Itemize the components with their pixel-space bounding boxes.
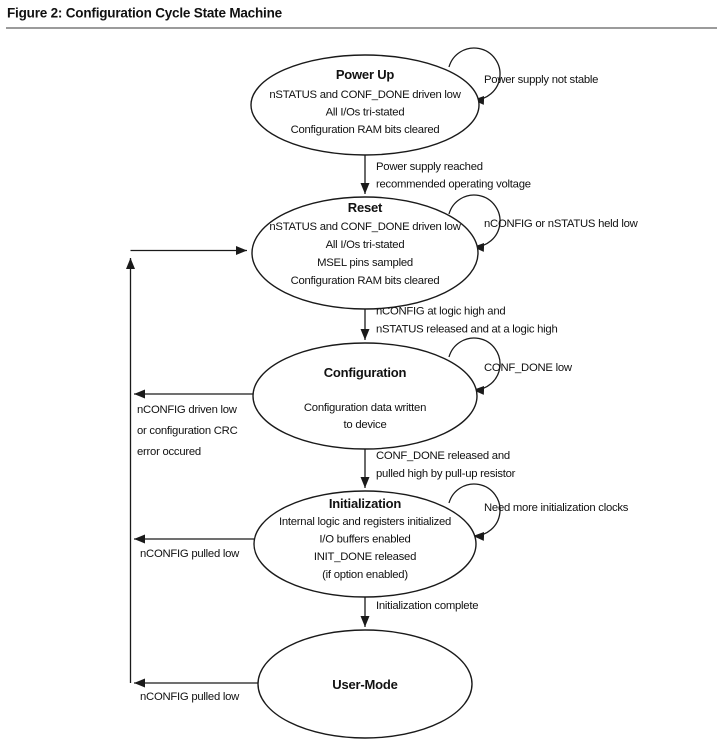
self-loop-initialization: Need more initialization clocks — [448, 483, 629, 541]
state-configuration: Configuration Configuration data written… — [252, 342, 478, 450]
state-line: nSTATUS and CONF_DONE driven low — [269, 221, 461, 233]
state-line: I/O buffers enabled — [319, 534, 410, 546]
transition-label-line-2: pulled high by pull-up resistor — [376, 468, 516, 480]
state-line: Internal logic and registers initialized — [279, 516, 451, 528]
self-loop-label: Power supply not stable — [484, 74, 598, 86]
configuration-ellipse — [252, 342, 478, 450]
state-line: All I/Os tri-stated — [326, 239, 405, 251]
transition-label-line-1: Power supply reached — [376, 161, 483, 173]
state-title: User-Mode — [332, 677, 397, 692]
transition-label-line-1: CONF_DONE released and — [376, 450, 510, 462]
self-loop-arrow — [448, 47, 501, 105]
state-power-up: Power Up nSTATUS and CONF_DONE driven lo… — [250, 54, 480, 156]
state-title: Reset — [348, 200, 383, 215]
state-title: Initialization — [329, 496, 402, 511]
figure-title: Figure 2: Configuration Cycle State Mach… — [7, 6, 283, 21]
self-loop-arrow — [448, 194, 501, 252]
transition-label-line-1: nCONFIG at logic high and — [376, 306, 505, 318]
state-line: INIT_DONE released — [314, 551, 416, 563]
self-loop-configuration: CONF_DONE low — [448, 337, 573, 395]
state-line: Configuration RAM bits cleared — [291, 275, 440, 287]
state-line: Configuration RAM bits cleared — [291, 124, 440, 136]
state-line: (if option enabled) — [322, 569, 408, 581]
state-initialization: Initialization Internal logic and regist… — [253, 490, 477, 598]
feedback-label-user-mode: nCONFIG pulled low — [140, 691, 240, 703]
user-mode-ellipse — [257, 629, 473, 739]
state-line: nSTATUS and CONF_DONE driven low — [269, 89, 461, 101]
reset-ellipse — [251, 196, 479, 310]
state-reset: Reset nSTATUS and CONF_DONE driven low A… — [251, 196, 479, 310]
self-loop-reset: nCONFIG or nSTATUS held low — [448, 194, 639, 252]
transition-reset-to-configuration: nCONFIG at logic high and nSTATUS releas… — [360, 306, 558, 340]
transition-initialization-to-user-mode: Initialization complete — [360, 597, 479, 627]
self-loop-label: Need more initialization clocks — [484, 502, 629, 514]
transition-power-up-to-reset: Power supply reached recommended operati… — [360, 155, 531, 194]
feedback-label-initialization: nCONFIG pulled low — [140, 548, 240, 560]
self-loop-arrow — [448, 337, 501, 395]
power-up-ellipse — [250, 54, 480, 156]
feedback-path: nCONFIG driven low or configuration CRC … — [126, 246, 259, 703]
feedback-label-configuration-line-2: or configuration CRC — [137, 425, 238, 437]
self-loop-arrow — [448, 483, 501, 541]
transition-label-line-1: Initialization complete — [376, 600, 478, 612]
state-title: Configuration — [324, 365, 407, 380]
self-loop-label: nCONFIG or nSTATUS held low — [484, 218, 639, 230]
feedback-label-configuration-line-3: error occured — [137, 446, 201, 458]
self-loop-power-up: Power supply not stable — [448, 47, 598, 105]
initialization-ellipse — [253, 490, 477, 598]
state-line: Configuration data written — [304, 402, 426, 414]
self-loop-label: CONF_DONE low — [484, 362, 573, 374]
state-line: All I/Os tri-stated — [326, 107, 405, 119]
state-line: MSEL pins sampled — [317, 257, 413, 269]
state-title: Power Up — [336, 67, 395, 82]
transition-label-line-2: recommended operating voltage — [376, 179, 531, 191]
state-user-mode: User-Mode — [257, 629, 473, 739]
state-line: to device — [344, 419, 387, 431]
transition-label-line-2: nSTATUS released and at a logic high — [376, 324, 557, 336]
transition-configuration-to-initialization: CONF_DONE released and pulled high by pu… — [360, 449, 516, 488]
feedback-label-configuration-line-1: nCONFIG driven low — [137, 404, 238, 416]
